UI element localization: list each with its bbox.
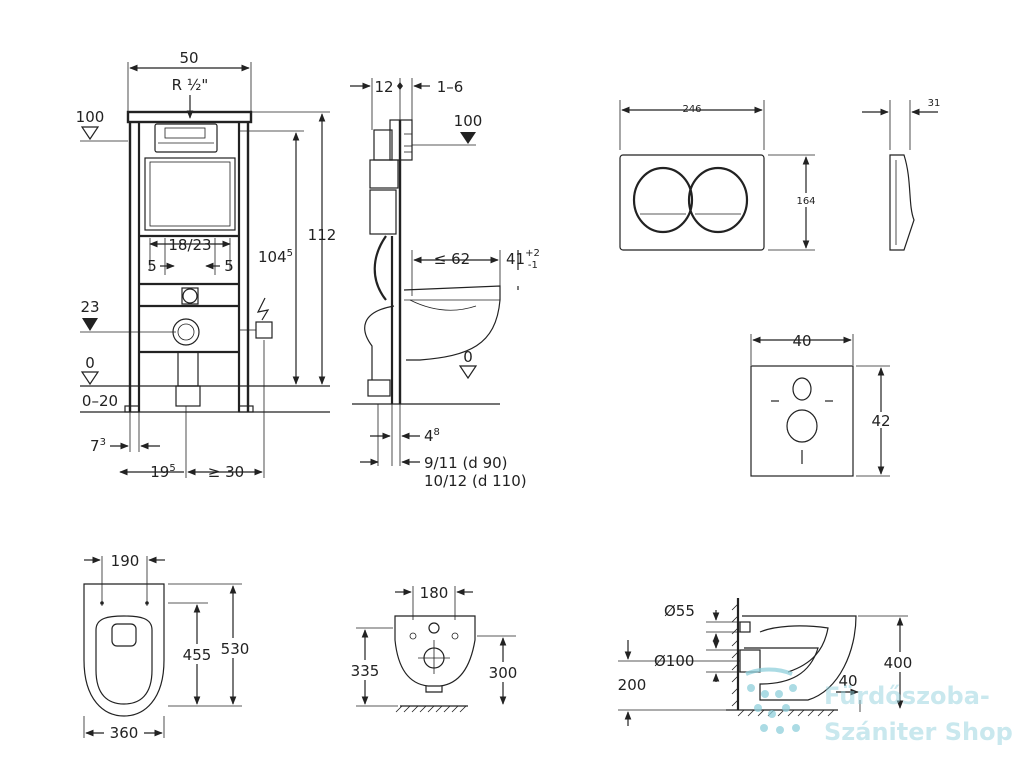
front-level-range-label: 0–20 xyxy=(82,392,118,410)
bowl-back-h-b-label: 300 xyxy=(489,664,518,682)
bowl-back-width-label: 180 xyxy=(420,584,449,602)
side-view: 12 1–6 100 ≤ 62 41+2-1 0 xyxy=(350,78,540,490)
sound-pad: 40 42 xyxy=(750,332,891,477)
front-pipe-label: R ½" xyxy=(172,76,209,94)
side-top-b-label: 1–6 xyxy=(437,78,464,96)
watermark-line-2: Szániter Shop xyxy=(824,718,1013,746)
front-level-zero-label: 0 xyxy=(85,354,95,372)
side-bottom-c-label: 10/12 (d 110) xyxy=(424,472,527,490)
front-level-mid-label: 23 xyxy=(80,298,99,316)
bowl-side-h-total-label: 400 xyxy=(884,654,913,672)
bowl-side-d-small-label: Ø55 xyxy=(664,602,695,620)
bowl-back-view: 180 335 300 xyxy=(346,584,522,713)
bowl-top-len-b-label: 530 xyxy=(221,640,250,658)
bowl-side-view: Ø55 Ø100 200 400 40 xyxy=(618,598,920,726)
front-bottom-right-label: ≥ 30 xyxy=(208,463,244,481)
bowl-top-width-label: 360 xyxy=(110,724,139,742)
flush-plate-front: 246 164 xyxy=(619,100,818,251)
side-bottom-a-label: 48 xyxy=(424,427,440,445)
side-bowl-height-label: 41+2-1 xyxy=(506,248,540,271)
front-level-top-label: 100 xyxy=(76,108,105,126)
pad-height-label: 42 xyxy=(871,412,890,430)
front-view: 50 R ½" 18/23 5 5 xyxy=(76,49,337,481)
bowl-top-width-top-label: 190 xyxy=(111,552,140,570)
plate-height-label: 164 xyxy=(796,196,815,207)
watermark-line-1: Fürdőszoba- xyxy=(824,682,990,710)
bowl-back-h-a-label: 335 xyxy=(351,662,380,680)
front-right-offset-label: 5 xyxy=(224,257,234,275)
side-top-a-label: 12 xyxy=(374,78,393,96)
front-height-inner-label: 1045 xyxy=(258,248,293,266)
front-width-label: 50 xyxy=(179,49,198,67)
pad-width-label: 40 xyxy=(792,332,811,350)
shower-logo-icon xyxy=(745,667,800,734)
plate-depth-label: 31 xyxy=(928,98,941,109)
plate-width-label: 246 xyxy=(682,104,701,115)
side-level-top-label: 100 xyxy=(454,112,483,130)
bowl-top-view: 190 455 530 360 xyxy=(83,552,250,742)
side-level-zero-label: 0 xyxy=(463,348,473,366)
bowl-side-offset-label: 40 xyxy=(838,672,857,690)
front-bottom-mid-label: 195 xyxy=(150,463,175,481)
side-bottom-b-label: 9/11 (d 90) xyxy=(424,454,508,472)
front-left-offset-label: 5 xyxy=(147,257,157,275)
front-bottom-left-label: 73 xyxy=(90,437,106,455)
shop-watermark: Fürdőszoba- Szániter Shop xyxy=(745,667,1013,746)
side-reach-label: ≤ 62 xyxy=(434,250,470,268)
front-spacing-label: 18/23 xyxy=(168,236,211,254)
bowl-side-h-floor-label: 200 xyxy=(618,676,647,694)
flush-plate-side: 31 xyxy=(862,98,941,251)
bowl-top-len-a-label: 455 xyxy=(183,646,212,664)
front-height-total-label: 112 xyxy=(308,226,337,244)
